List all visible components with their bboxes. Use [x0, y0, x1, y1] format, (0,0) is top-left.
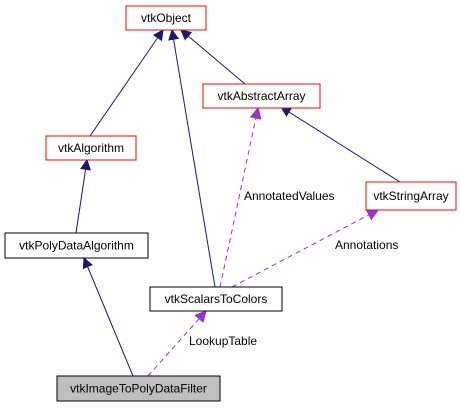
- node-label: vtkObject: [141, 11, 192, 25]
- usage-edges: [147, 106, 380, 377]
- node-vtkobject[interactable]: vtkObject: [125, 5, 207, 31]
- edge-label-annotations: Annotations: [335, 238, 398, 252]
- edge-algorithm-to-object: [89, 29, 164, 137]
- node-label: vtkAlgorithm: [58, 141, 124, 155]
- edge-imagetopolydatafilter-to-polydataalgorithm: [82, 256, 134, 377]
- node-label: vtkStringArray: [373, 189, 448, 203]
- edge-stringarray-to-abstractarray: [280, 106, 401, 183]
- edge-scalarstocolors-uses-stringarray: [231, 209, 380, 288]
- node-vtkpolydataalgorithm[interactable]: vtkPolyDataAlgorithm: [4, 232, 149, 259]
- edge-abstractarray-to-object: [180, 29, 246, 85]
- edge-scalarstocolors-to-object: [168, 28, 216, 288]
- node-vtkstringarray[interactable]: vtkStringArray: [365, 181, 457, 211]
- node-vtkimagetopolydatafilter[interactable]: vtkImageToPolyDataFilter: [56, 375, 221, 402]
- node-label: vtkScalarsToColors: [165, 292, 268, 306]
- inheritance-edges: [75, 28, 401, 377]
- edge-imagetopolydatafilter-uses-scalarstocolors: [147, 310, 207, 377]
- node-vtkscalarstocolors[interactable]: vtkScalarsToColors: [149, 286, 283, 312]
- node-label: vtkPolyDataAlgorithm: [19, 239, 134, 253]
- node-vtkalgorithm[interactable]: vtkAlgorithm: [45, 135, 137, 161]
- edge-scalarstocolors-uses-abstractarray: [219, 106, 262, 288]
- edge-label-annotated-values: AnnotatedValues: [244, 189, 335, 203]
- edge-label-lookup-table: LookupTable: [189, 334, 257, 348]
- edge-polydataalgorithm-to-algorithm: [75, 158, 91, 234]
- node-label: vtkImageToPolyDataFilter: [70, 382, 207, 396]
- node-vtkabstractarray[interactable]: vtkAbstractArray: [202, 83, 321, 109]
- node-label: vtkAbstractArray: [217, 89, 305, 103]
- edge-labels: AnnotatedValues Annotations LookupTable: [189, 189, 398, 348]
